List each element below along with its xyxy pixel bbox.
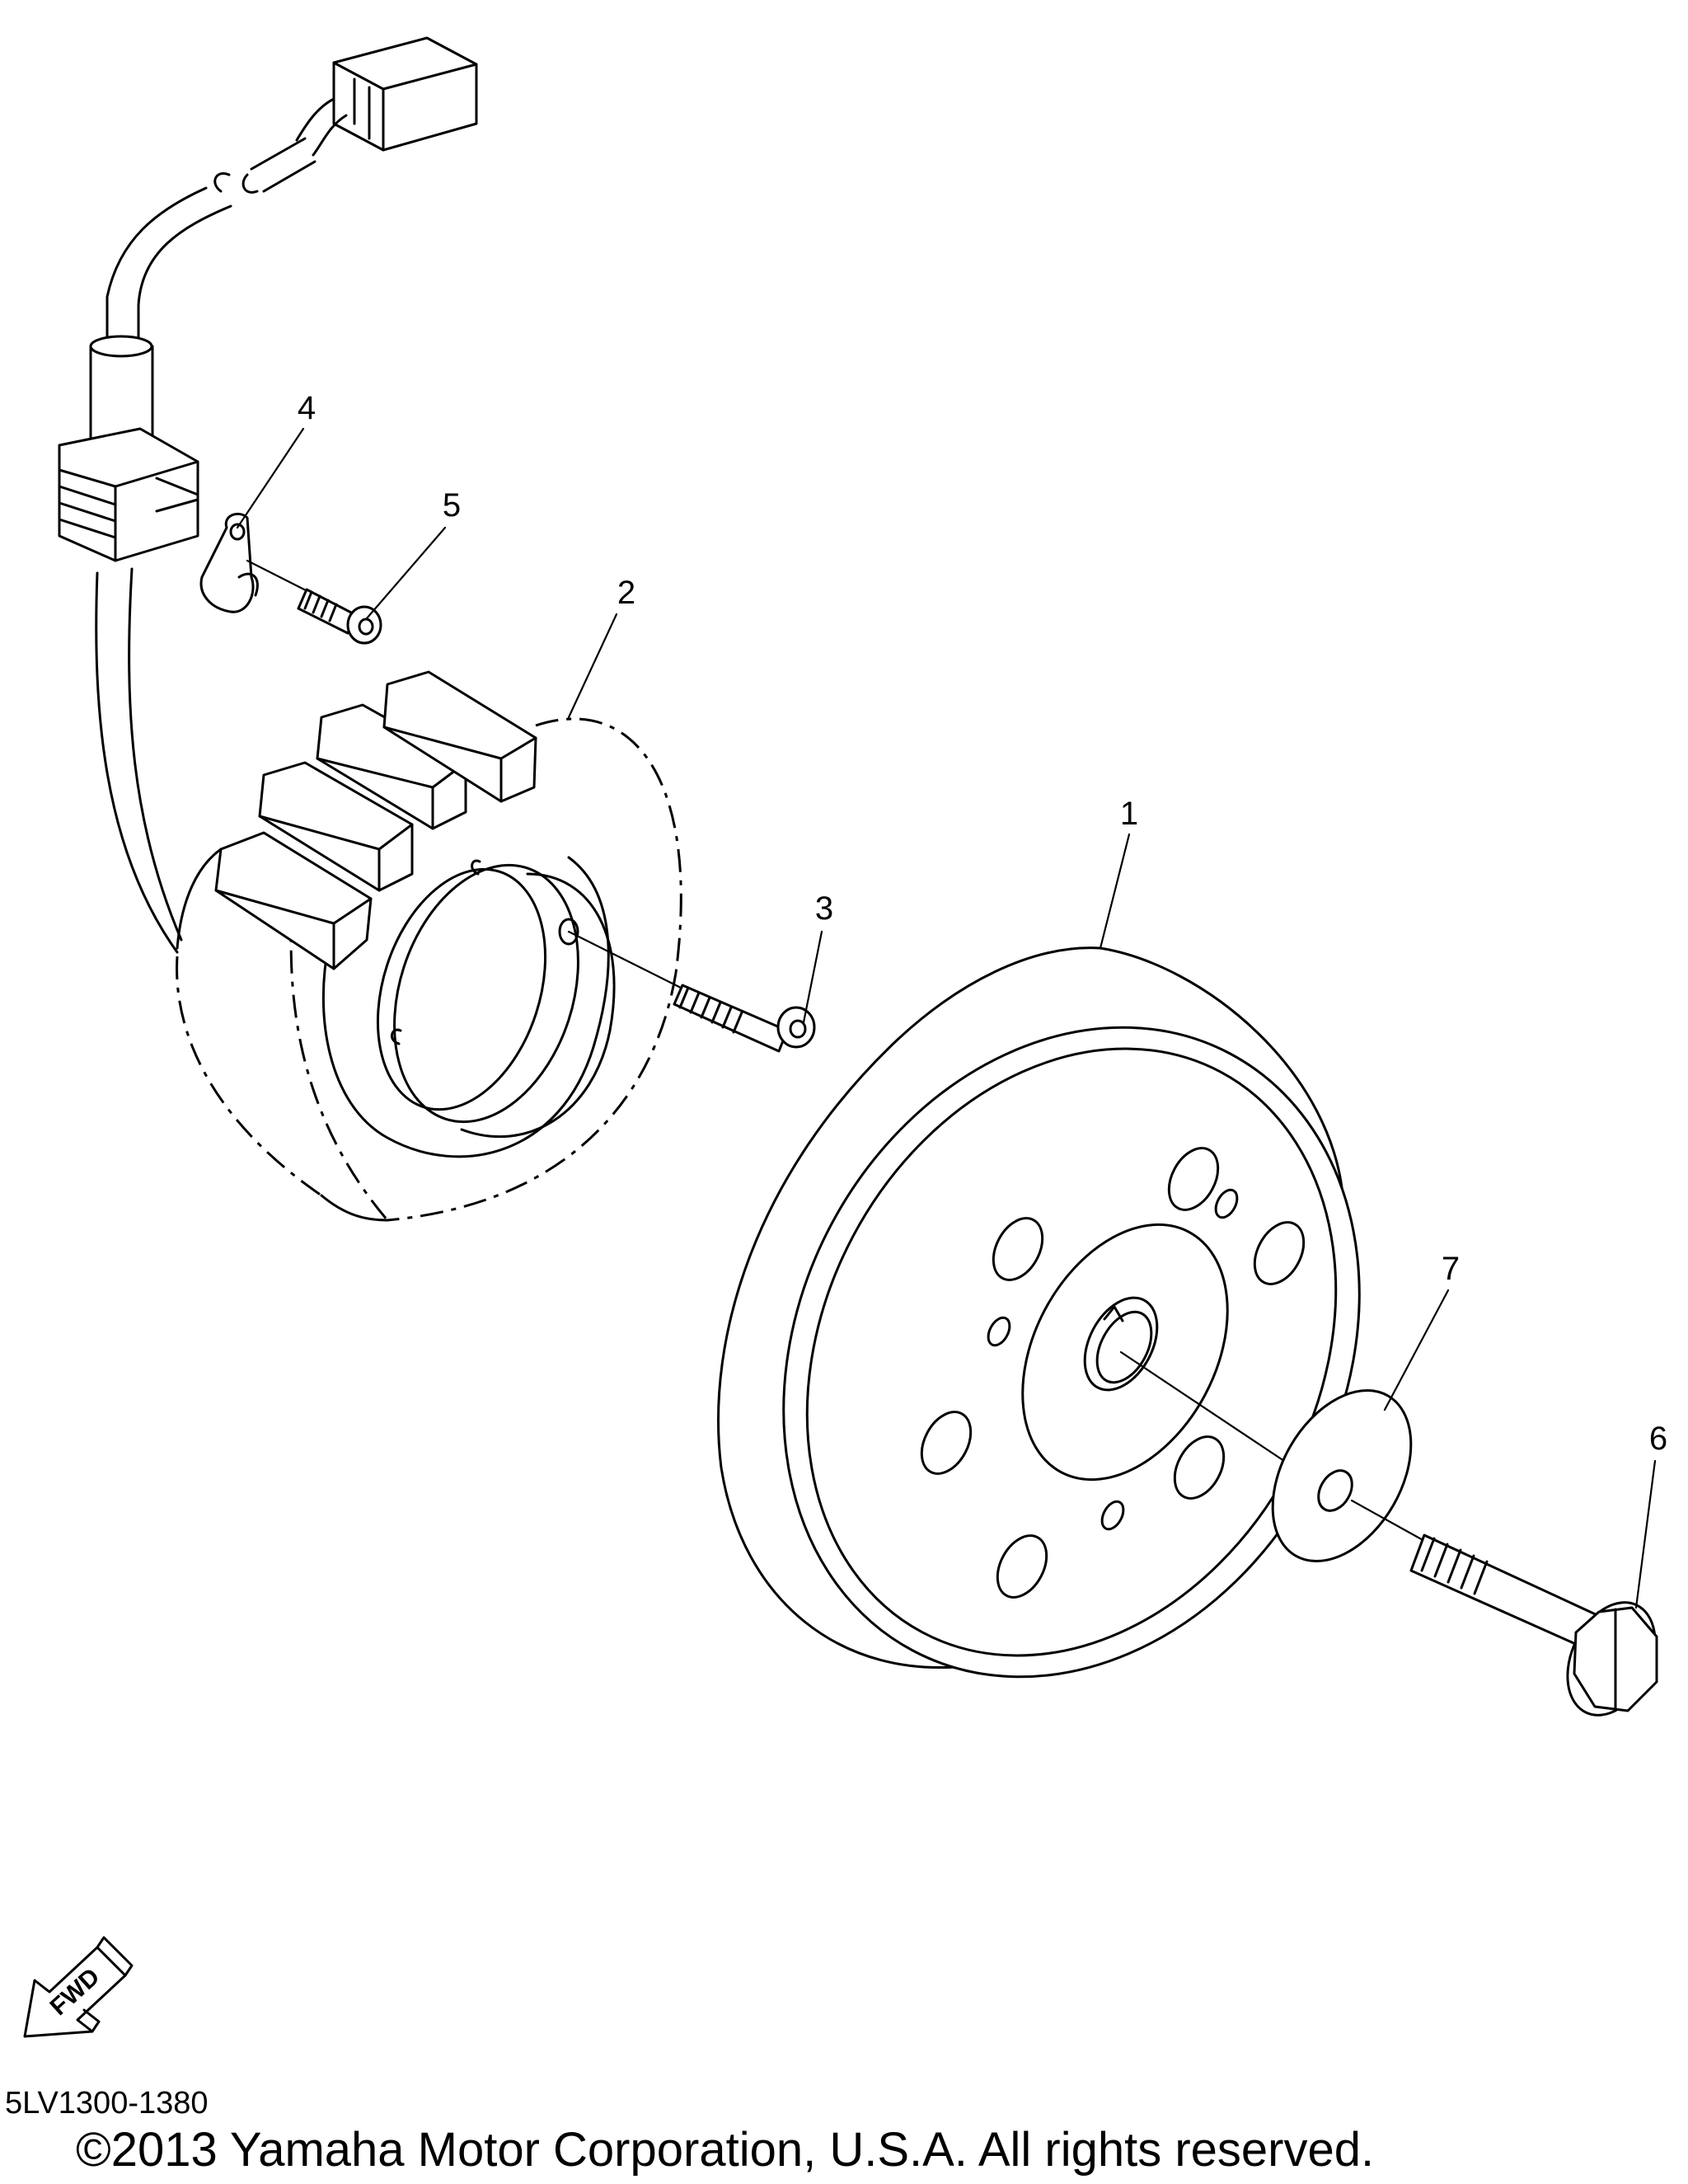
flange-bolt — [1350, 1499, 1658, 1717]
callout-1: 1 — [1120, 796, 1138, 832]
callout-2: 2 — [617, 575, 635, 611]
callout-5: 5 — [443, 487, 461, 524]
flywheel-rotor — [717, 946, 1361, 1679]
callout-7: 7 — [1442, 1251, 1460, 1287]
stator-assembly — [176, 670, 682, 1222]
callout-numbers: 1 2 3 4 5 6 7 — [298, 390, 1667, 1457]
callout-6: 6 — [1649, 1421, 1667, 1457]
washer — [1119, 1350, 1413, 1562]
callout-4: 4 — [298, 390, 316, 426]
callout-leaders — [236, 427, 1657, 1609]
screw-small — [246, 559, 382, 645]
forward-arrow-icon: FWD — [23, 1936, 134, 2038]
callout-3: 3 — [815, 890, 833, 927]
diagram-reference-code: 5LV1300-1380 — [5, 2086, 209, 2121]
rotor-holes — [920, 1147, 1306, 1599]
copyright-notice: ©2013 Yamaha Motor Corporation, U.S.A. A… — [76, 2123, 1375, 2177]
stator-lead-wire — [58, 36, 478, 954]
wire-clamp-plate — [199, 512, 259, 613]
